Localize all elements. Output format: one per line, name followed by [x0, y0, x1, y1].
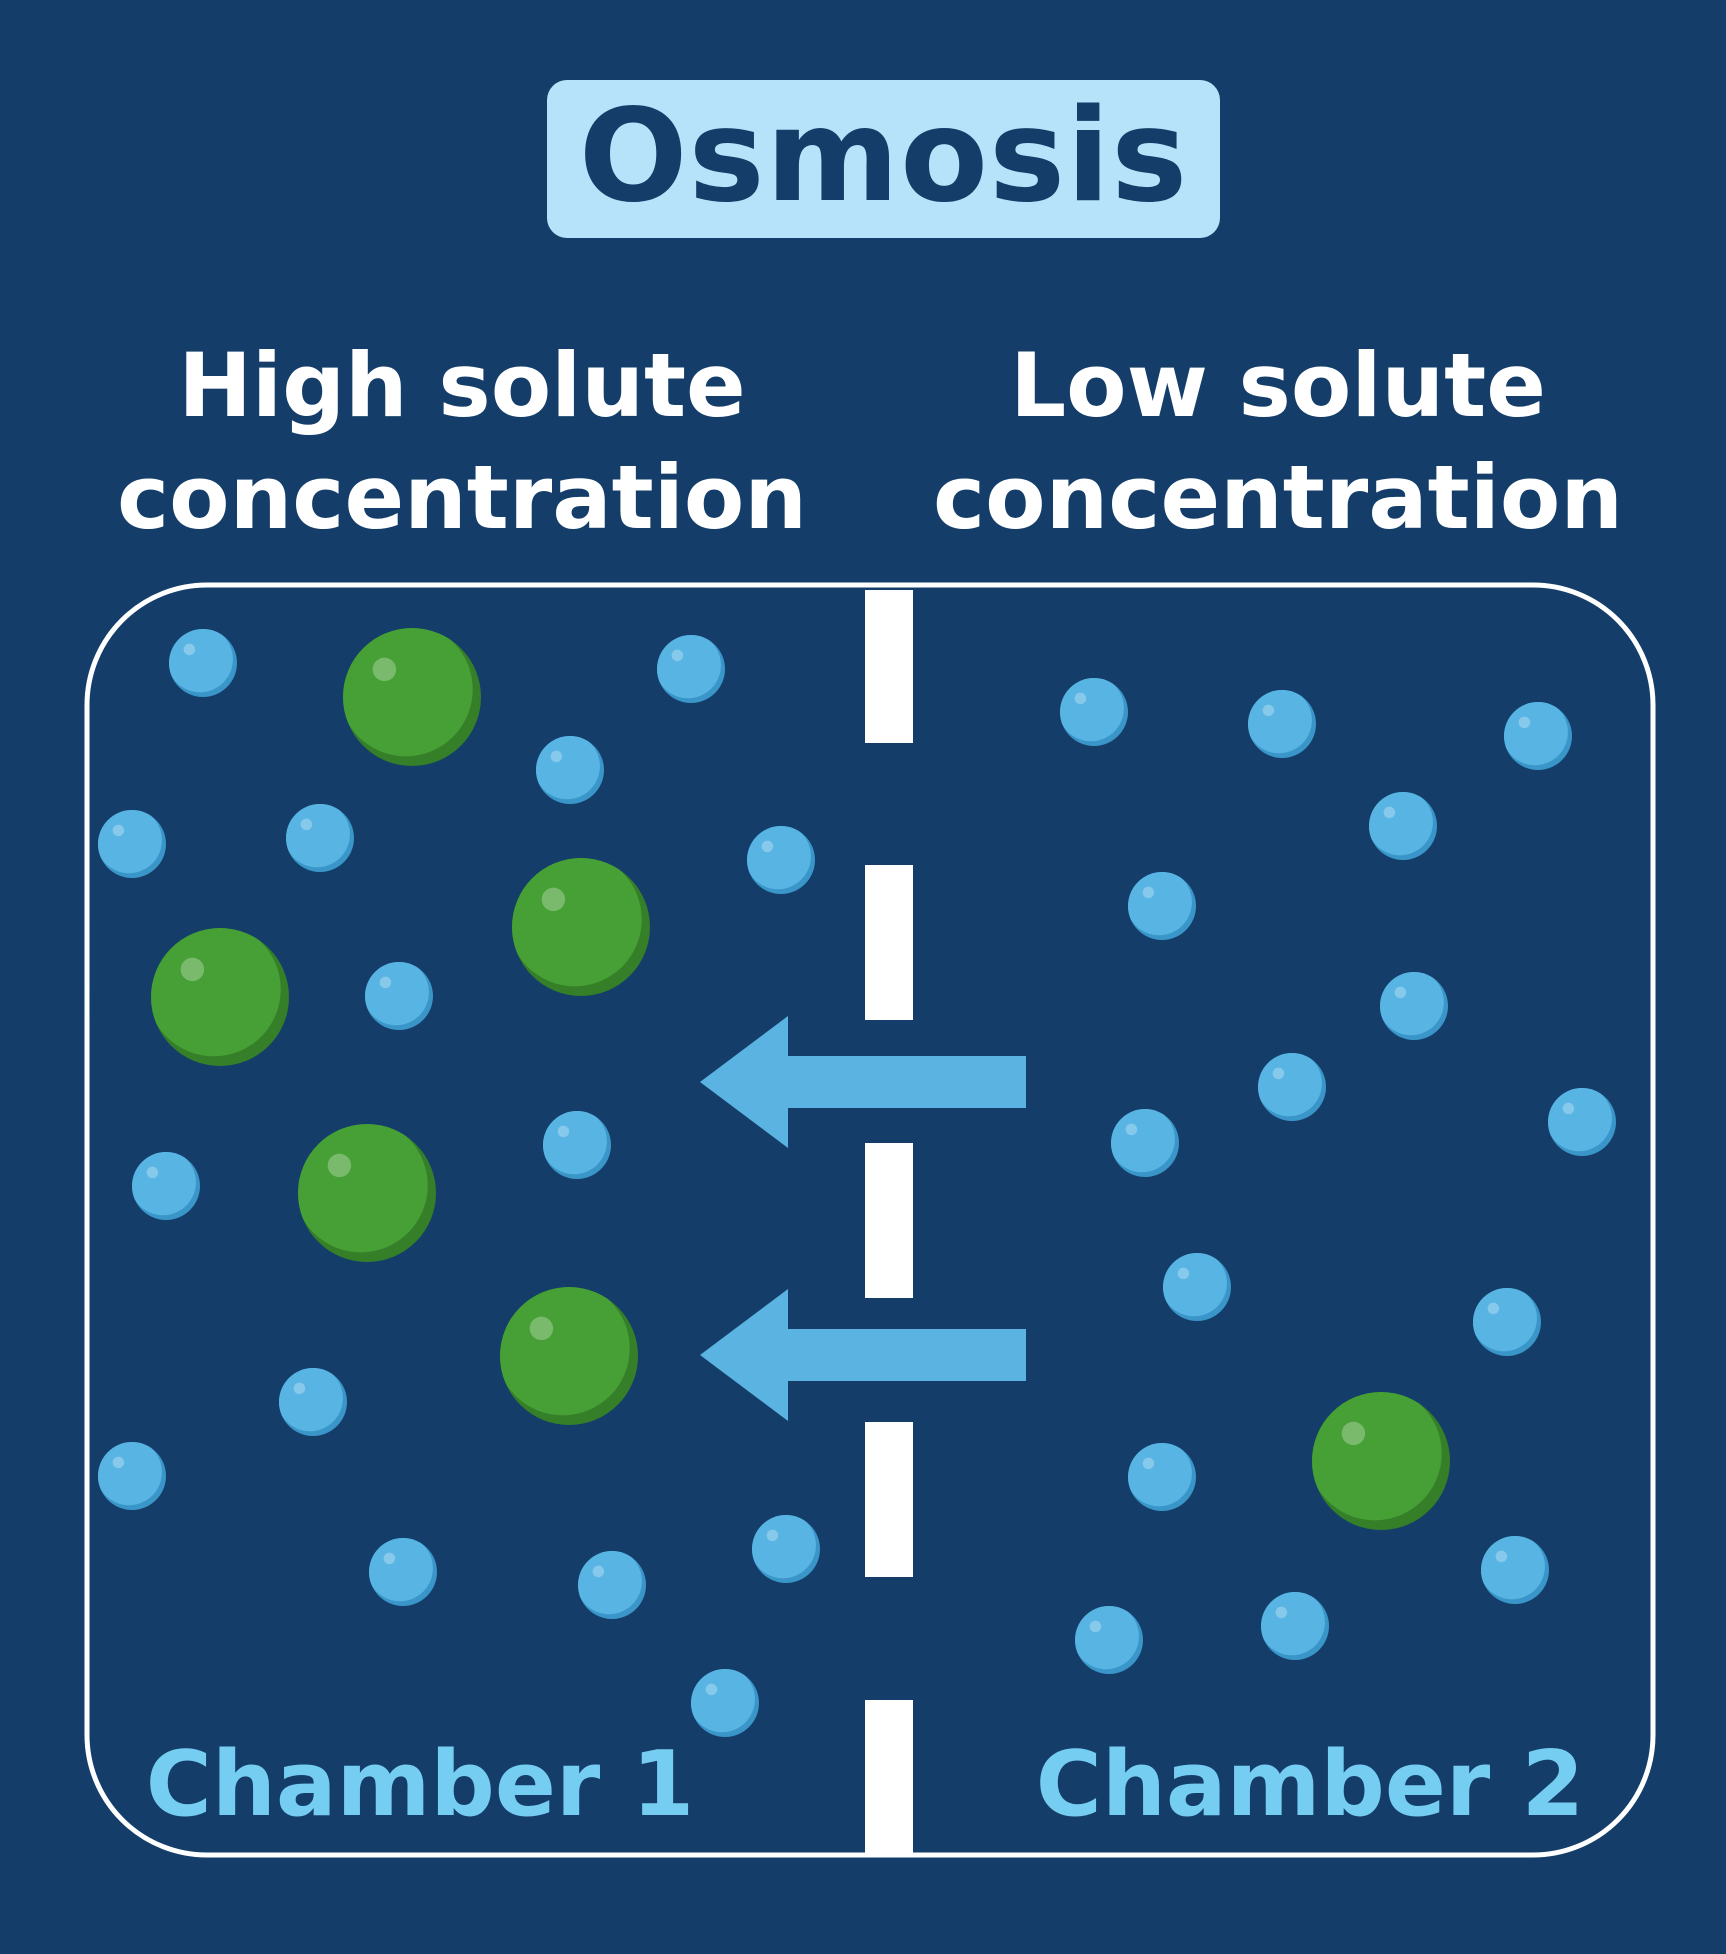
water-molecule: [578, 1551, 646, 1619]
water-molecule: [1481, 1536, 1549, 1604]
membrane-segment: [865, 1143, 913, 1298]
water-molecule: [1258, 1053, 1326, 1121]
water-molecule: [1380, 972, 1448, 1040]
solute-molecule: [343, 628, 481, 766]
water-molecule: [279, 1368, 347, 1436]
water-molecule: [1163, 1253, 1231, 1321]
water-molecule: [1075, 1606, 1143, 1674]
membrane-segment: [865, 1700, 913, 1855]
heading-high-solute-line2: concentration: [117, 446, 807, 549]
heading-low-solute-line2: concentration: [933, 446, 1623, 549]
flow-arrows: [700, 1016, 1026, 1421]
water-molecule: [543, 1111, 611, 1179]
heading-low-solute: Low solute concentration: [898, 330, 1658, 554]
water-molecule: [1473, 1288, 1541, 1356]
solute-molecule: [1312, 1392, 1450, 1530]
water-molecule: [98, 1442, 166, 1510]
heading-high-solute-line1: High solute: [178, 334, 746, 437]
heading-low-solute-line1: Low solute: [1010, 334, 1546, 437]
water-molecule: [1128, 1443, 1196, 1511]
membrane-segment: [865, 1422, 913, 1577]
water-molecule: [369, 1538, 437, 1606]
flow-arrow-left: [700, 1016, 1026, 1148]
semipermeable-membrane: [865, 590, 913, 1855]
heading-high-solute: High solute concentration: [82, 330, 842, 554]
water-molecule: [657, 635, 725, 703]
title-banner: Osmosis: [547, 80, 1220, 238]
water-molecule: [365, 962, 433, 1030]
chamber-1-label: Chamber 1: [146, 1732, 694, 1837]
chamber-2-label: Chamber 2: [1036, 1732, 1584, 1837]
solute-molecule: [151, 928, 289, 1066]
water-molecule: [752, 1515, 820, 1583]
water-molecule: [1548, 1088, 1616, 1156]
water-molecule: [1111, 1109, 1179, 1177]
water-molecule: [169, 629, 237, 697]
molecules-group: [98, 628, 1616, 1737]
membrane-segment: [865, 865, 913, 1020]
page-title: Osmosis: [578, 82, 1189, 231]
water-molecule: [536, 736, 604, 804]
water-molecule: [1060, 678, 1128, 746]
water-molecule: [1504, 702, 1572, 770]
water-molecule: [1369, 792, 1437, 860]
water-molecule: [747, 826, 815, 894]
flow-arrow-left: [700, 1289, 1026, 1421]
water-molecule: [132, 1152, 200, 1220]
solute-molecule: [298, 1124, 436, 1262]
solute-molecule: [512, 858, 650, 996]
water-molecule: [98, 810, 166, 878]
water-molecule: [1261, 1592, 1329, 1660]
water-molecule: [286, 804, 354, 872]
solute-molecule: [500, 1287, 638, 1425]
water-molecule: [691, 1669, 759, 1737]
membrane-segment: [865, 590, 913, 743]
water-molecule: [1248, 690, 1316, 758]
water-molecule: [1128, 872, 1196, 940]
